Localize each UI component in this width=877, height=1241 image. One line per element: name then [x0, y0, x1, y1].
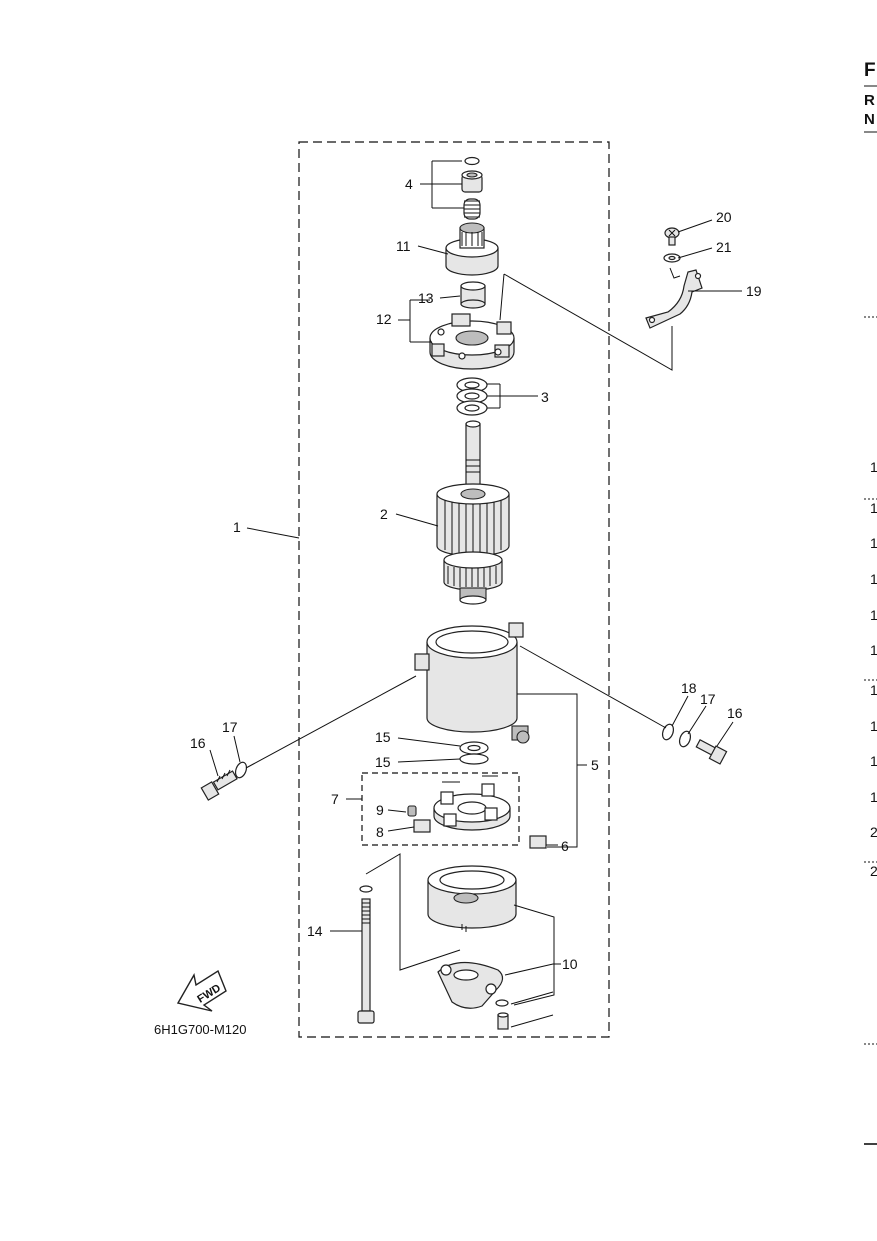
callout-16a: 16: [190, 735, 206, 751]
callout-9: 9: [376, 802, 384, 818]
callout-15b: 15: [375, 754, 391, 770]
part-6-brush: [529, 835, 547, 849]
callout-16b: 16: [727, 705, 743, 721]
part-4-group: [461, 156, 483, 220]
leader-lines: [209, 160, 742, 1028]
right-edge-row: 2: [870, 863, 877, 879]
right-edge-header-2: R: [864, 92, 875, 109]
callout-13: 13: [418, 290, 434, 306]
callout-17a: 17: [222, 719, 238, 735]
callout-21: 21: [716, 239, 732, 255]
part-17-washer-right: [678, 730, 692, 748]
part-19-clamp-plate: [645, 267, 703, 329]
callout-19: 19: [746, 283, 762, 299]
part-7-brush-holder: [433, 775, 511, 831]
right-edge-header-1: F: [864, 60, 876, 81]
right-edge-column: F R N 1 1 1 1 1 1 1 1 1 1 2 2: [864, 60, 877, 1145]
part-3-washers: [456, 377, 488, 416]
part-20-screw: [664, 227, 680, 246]
part-14-through-bolt: [357, 885, 375, 1024]
right-edge-header-3: N: [864, 111, 875, 128]
callout-6: 6: [561, 838, 569, 854]
part-8-brush: [413, 819, 431, 833]
part-15-washers: [459, 741, 489, 765]
callout-12: 12: [376, 311, 392, 327]
callout-10: 10: [562, 956, 578, 972]
callout-15a: 15: [375, 729, 391, 745]
part-16-bolt-right: [695, 738, 728, 765]
right-edge-row: 1: [870, 459, 877, 475]
right-edge-row: 1: [870, 753, 877, 769]
callout-7: 7: [331, 791, 339, 807]
right-edge-row: 1: [870, 607, 877, 623]
callout-4: 4: [405, 176, 413, 192]
part-11-pinion: [445, 222, 499, 276]
right-edge-row: 1: [870, 571, 877, 587]
right-edge-row: 1: [870, 642, 877, 658]
callout-11: 11: [396, 238, 411, 254]
callout-5: 5: [591, 757, 599, 773]
callout-8: 8: [376, 824, 384, 840]
part-12-front-bracket: [429, 313, 515, 370]
part-5-yoke: [414, 622, 530, 744]
rear-end-frame: [427, 865, 517, 932]
right-edge-row: 1: [870, 500, 877, 516]
right-edge-row: 2: [870, 824, 877, 840]
part-13-bushing: [460, 281, 486, 309]
figure-code: 6H1G700-M120: [154, 1022, 247, 1037]
callout-3: 3: [541, 389, 549, 405]
right-edge-row: 1: [870, 535, 877, 551]
part-2-armature: [436, 420, 510, 605]
part-17-washer-left: [234, 761, 248, 779]
part-21-washer: [663, 253, 681, 263]
right-edge-row: 1: [870, 682, 877, 698]
right-edge-row: 1: [870, 718, 877, 734]
right-edge-row: 1: [870, 789, 877, 805]
brush-holder-boundary: [361, 772, 520, 846]
part-9-spring: [407, 805, 417, 817]
part-10-rear-bracket: [437, 961, 509, 1030]
callout-1: 1: [233, 519, 241, 535]
callout-17b: 17: [700, 691, 716, 707]
callout-14: 14: [307, 923, 323, 939]
callout-2: 2: [380, 506, 388, 522]
part-16-bolt-left: [200, 769, 238, 801]
callout-18: 18: [681, 680, 697, 696]
callout-20: 20: [716, 209, 732, 225]
part-18-washer-right: [661, 723, 675, 741]
fwd-arrow-icon: FWD: [176, 969, 227, 1012]
assembly-boundary: [298, 141, 610, 1038]
callout-labels: 1 2 3 4 5 6 7 8 9 10 11 12 13 14 15 15 1…: [190, 176, 762, 972]
